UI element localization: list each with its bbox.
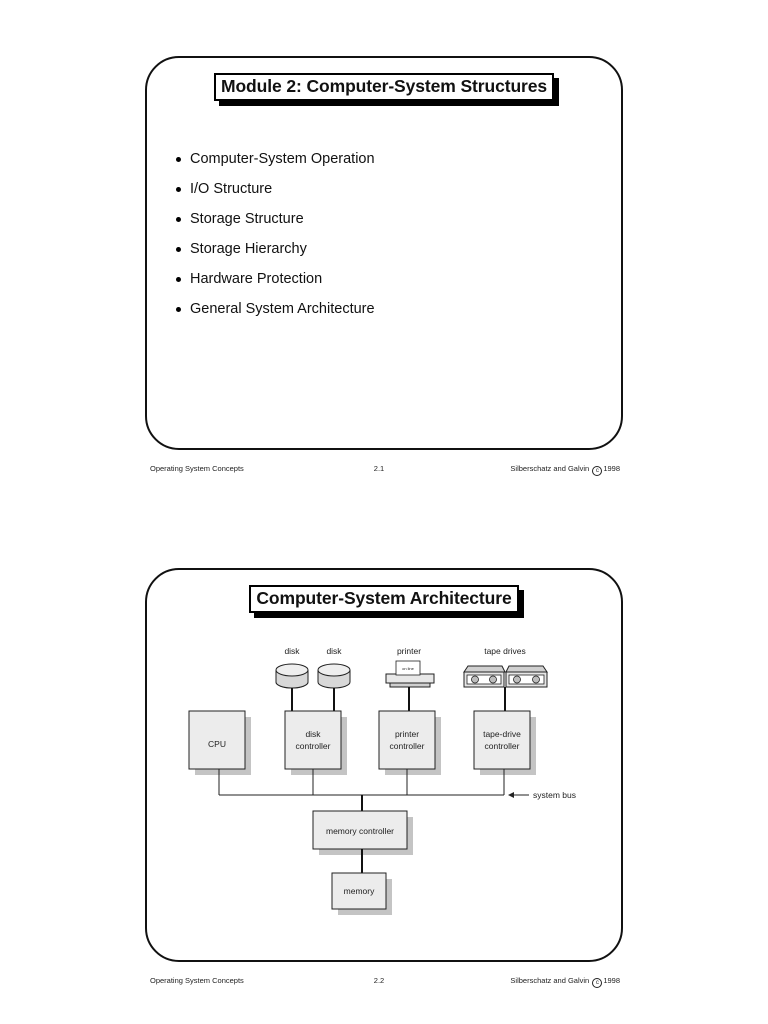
cpu-box xyxy=(188,710,246,770)
system-bus xyxy=(218,769,505,811)
printer-paper-label: on line xyxy=(402,666,415,671)
slide-2: Computer-System Architecture disk disk p… xyxy=(145,568,623,962)
bullet-icon xyxy=(176,307,181,312)
disk-icon xyxy=(317,663,351,689)
memory-box xyxy=(331,872,387,910)
memory-label: memory xyxy=(344,886,375,896)
tape-drive-controller-label: tape-drive xyxy=(483,729,521,739)
footer-page-number: 2.1 xyxy=(373,464,385,473)
architecture-diagram: disk disk printer tape drives on line xyxy=(188,646,576,915)
bullet-item: General System Architecture xyxy=(174,299,375,329)
memory-controller-box xyxy=(312,810,408,850)
cpu-label: CPU xyxy=(208,739,226,749)
bullet-icon xyxy=(176,277,181,282)
copyright-icon: c xyxy=(592,466,603,476)
printer-controller-label: printer xyxy=(395,729,419,739)
printer-controller-label: controller xyxy=(390,741,425,751)
printer-controller-box xyxy=(378,710,436,770)
disk-label: disk xyxy=(326,646,342,656)
disk-controller-box xyxy=(284,710,342,770)
printer-label: printer xyxy=(397,646,421,656)
disk-controller-label: disk xyxy=(305,729,321,739)
bullet-icon xyxy=(176,247,181,252)
footer-page-number: 2.2 xyxy=(373,976,385,985)
footer-book-title: Operating System Concepts xyxy=(150,464,244,473)
copyright-icon: c xyxy=(592,978,603,988)
tape-drive-icon xyxy=(463,665,506,688)
printer-icon: on line xyxy=(385,660,435,688)
tape-drive-controller-label: controller xyxy=(485,741,520,751)
slide-footer: Operating System Concepts 2.2 Silberscha… xyxy=(150,976,620,988)
bullet-list: Computer-System Operation I/O Structure … xyxy=(174,149,375,329)
bullet-item: I/O Structure xyxy=(174,179,375,209)
slide-1: Module 2: Computer-System Structures Com… xyxy=(145,56,623,450)
footer-book-title: Operating System Concepts xyxy=(150,976,244,985)
bullet-icon xyxy=(176,187,181,192)
bullet-item: Hardware Protection xyxy=(174,269,375,299)
slide-footer: Operating System Concepts 2.1 Silberscha… xyxy=(150,464,620,476)
memory-controller-label: memory controller xyxy=(326,826,394,836)
disk-label: disk xyxy=(284,646,300,656)
slide-title: Computer-System Architecture xyxy=(249,585,519,613)
bullet-icon xyxy=(176,217,181,222)
system-bus-label: system bus xyxy=(533,790,576,800)
tape-drive-controller-box xyxy=(473,710,531,770)
tape-drive-icon xyxy=(505,665,548,688)
bullet-icon xyxy=(176,157,181,162)
bullet-item: Storage Hierarchy xyxy=(174,239,375,269)
bullet-item: Storage Structure xyxy=(174,209,375,239)
tape-drives-label: tape drives xyxy=(484,646,526,656)
disk-controller-label: controller xyxy=(296,741,331,751)
slide-title: Module 2: Computer-System Structures xyxy=(213,73,555,101)
bullet-item: Computer-System Operation xyxy=(174,149,375,179)
disk-icon xyxy=(275,663,309,689)
